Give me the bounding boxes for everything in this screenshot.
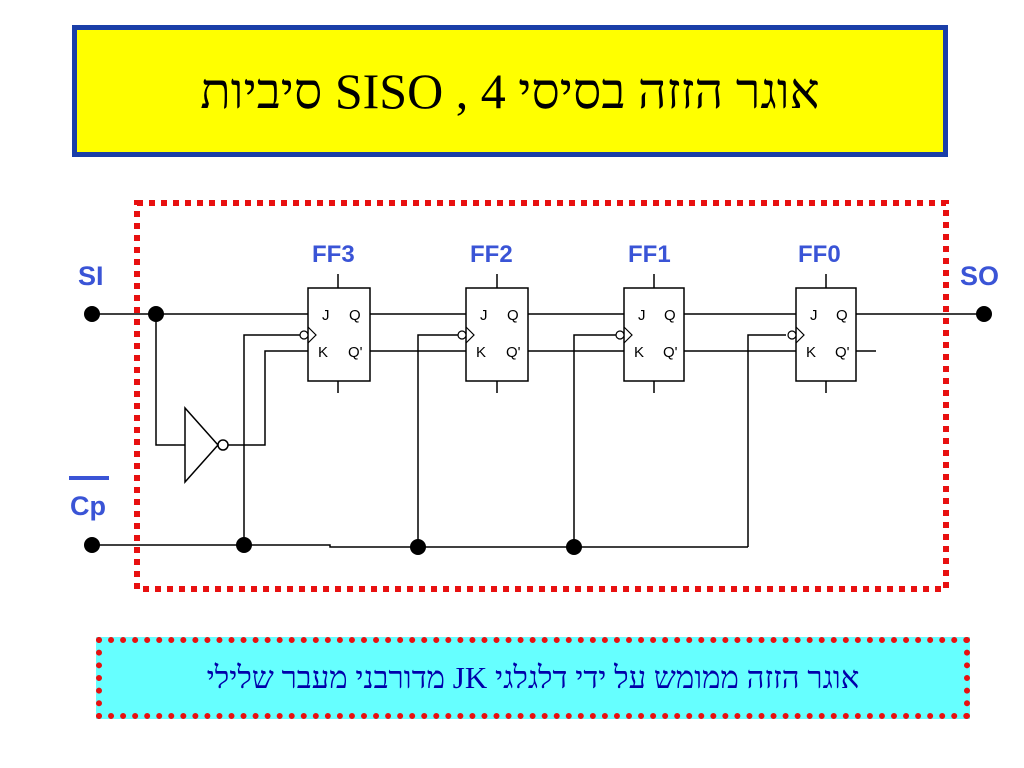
ff3-pin-qbar: Q' [348,344,363,361]
ff0-pin-qbar: Q' [835,344,850,361]
inverter-gate [184,406,229,484]
circuit-frame [134,200,949,592]
caption-box: אוגר הזזה ממומש על ידי דלגלגי JK מדורבני… [96,637,970,719]
ff2-pin-q: Q [507,307,519,324]
ff0-pin-k: K [806,344,816,361]
ff1-pin-q: Q [664,307,676,324]
ff1-pin-k: K [634,344,644,361]
ff3-pin-j: J [322,307,330,324]
junction-dots [84,306,992,555]
input-label-si: SI [78,261,104,291]
flip-flop-ff0: FF0 J Q K Q' [787,241,857,382]
ff1-pin-j: J [638,307,646,324]
flip-flop-ff3: FF3 J Q K Q' [299,241,371,382]
output-label-so: SO [960,261,999,291]
slide-title: אוגר הזזה בסיסי SISO , 4 סיביות [200,63,820,119]
flip-flop-ff2: FF2 J Q K Q' [457,241,529,382]
ff2-pin-k: K [476,344,486,361]
ff3-label: FF3 [312,241,355,268]
ff1-label: FF1 [628,241,671,268]
ff2-label: FF2 [470,241,513,268]
caption-text: אוגר הזזה ממומש על ידי דלגלגי JK מדורבני… [206,660,860,695]
ff2-pin-j: J [480,307,488,324]
ff0-label: FF0 [798,241,841,268]
title-box: אוגר הזזה בסיסי SISO , 4 סיביות [72,25,948,157]
wires [92,274,984,548]
ff2-pin-qbar: Q' [506,344,521,361]
flip-flop-ff1: FF1 J Q K Q' [615,241,685,382]
ff0-pin-q: Q [836,307,848,324]
clock-label-cp: Cp [70,491,106,521]
ff0-pin-j: J [810,307,818,324]
ff1-pin-qbar: Q' [663,344,678,361]
ff3-pin-q: Q [349,307,361,324]
ff3-pin-k: K [318,344,328,361]
